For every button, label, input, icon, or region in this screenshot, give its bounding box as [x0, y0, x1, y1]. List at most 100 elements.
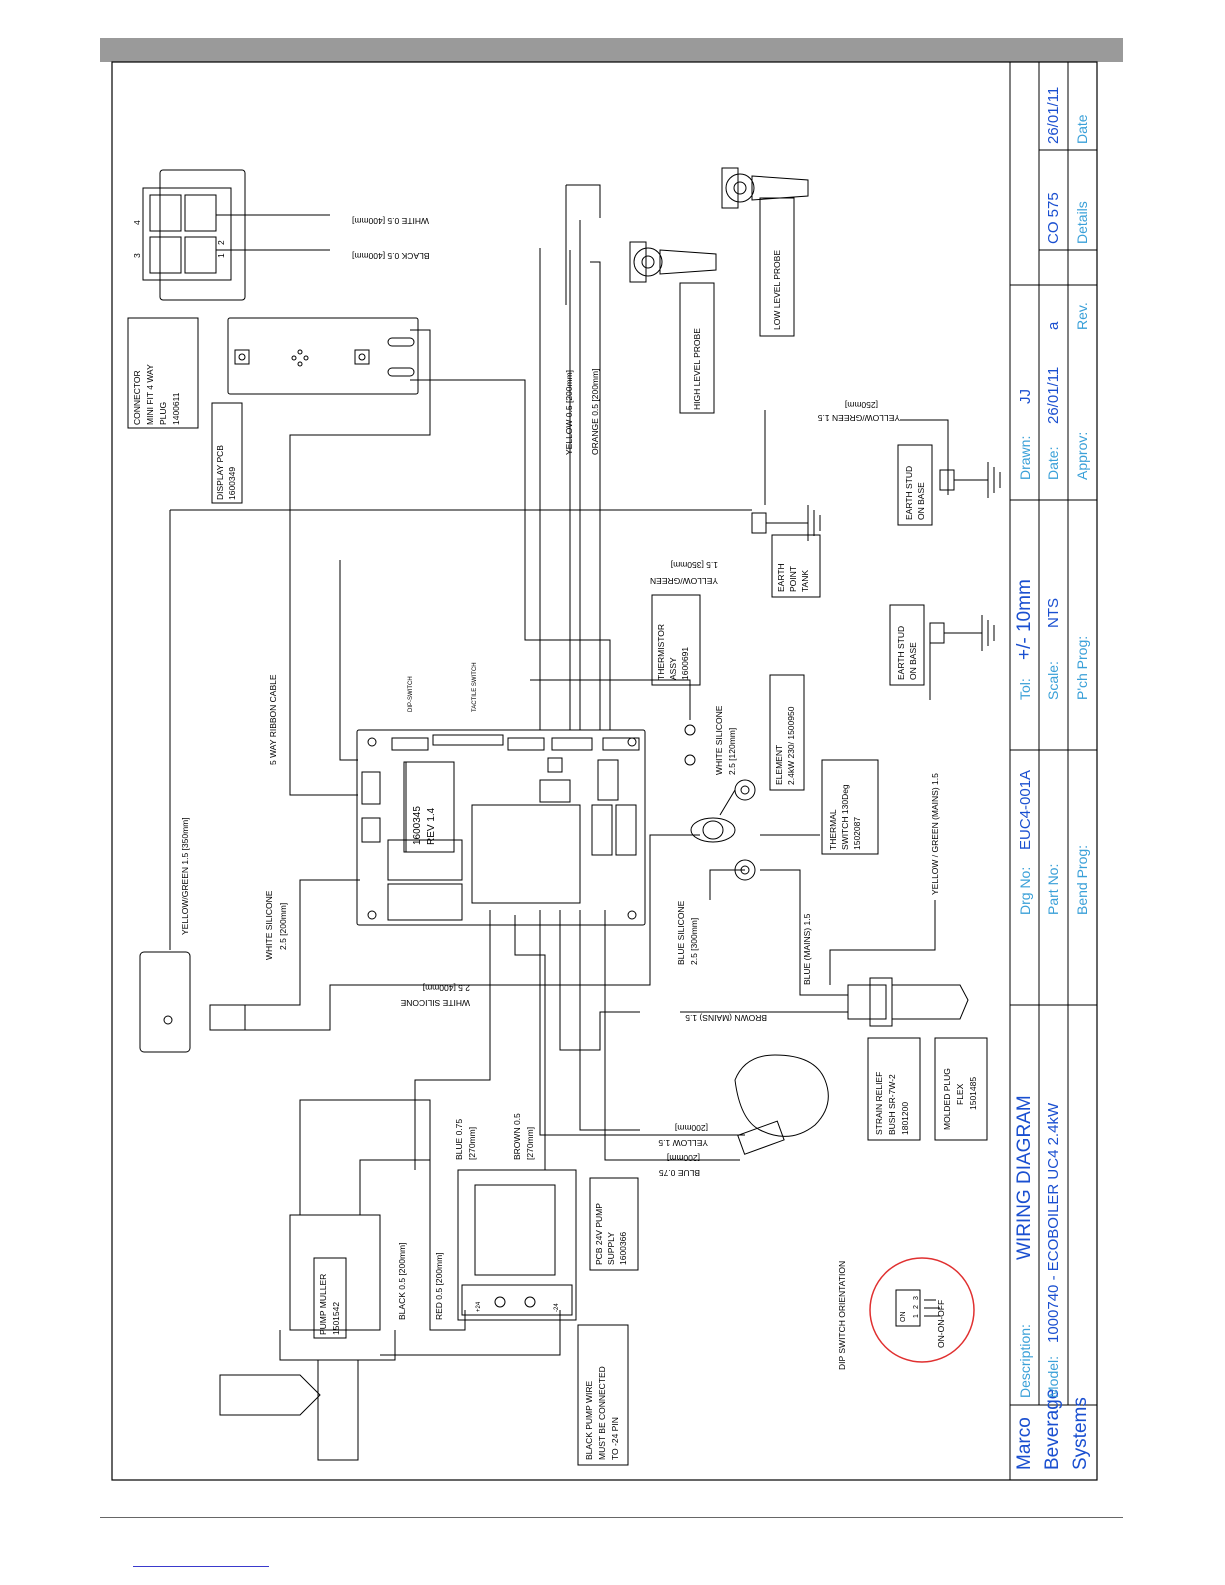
element-terminal-1	[734, 779, 756, 801]
tactile-switch-label: TACTILE SWITCH	[472, 662, 478, 712]
main-pcb	[356, 729, 646, 926]
molded-plug-label-1: MOLDED PLUG	[942, 1068, 952, 1130]
model-value: 1000740 - ECOBOILER UC4 2.4kW	[1045, 1102, 1062, 1343]
wires	[169, 184, 949, 1356]
pcb-main-label-1: 1600345	[412, 806, 423, 845]
pcb-main-label-2: REV 1.4	[426, 807, 437, 845]
thermistor-probe	[684, 724, 696, 736]
header-bar	[100, 38, 1123, 62]
white-sil-200-label-1: WHITE SILICONE	[264, 890, 274, 960]
company-name-2: Beverage	[1042, 1389, 1063, 1470]
earth-stud-2-label-box	[889, 604, 925, 686]
title-block: Marco Beverage Systems Description: WIRI…	[1014, 87, 1091, 1470]
yg-mains-label: YELLOW / GREEN (MAINS) 1.5	[930, 773, 940, 895]
earth-stud-1-label-1: EARTH STUD	[904, 466, 914, 520]
connector-label-2: MINI FIT 4 WAY	[145, 364, 155, 425]
thermistor-label-2: ASSY	[668, 657, 678, 680]
display-pcb	[227, 317, 419, 395]
brown-05-270-label-2: [270mm]	[525, 1127, 535, 1160]
rev-date-key: Date	[1074, 114, 1090, 144]
connector-pin-2: 2	[216, 240, 226, 245]
drg-key: Drg No:	[1017, 867, 1033, 915]
drawn-value: JJ	[1017, 389, 1034, 404]
molded-plug-label-3: 1501485	[968, 1077, 978, 1110]
model-key: Model:	[1045, 1356, 1061, 1398]
white-400-label: WHITE 0.5 [400mm]	[352, 216, 429, 226]
black-pump-note-1: BLACK PUMP WIRE	[584, 1380, 594, 1460]
orange-200-label: ORANGE 0.5 [200mm]	[590, 369, 600, 455]
dip-num-3: 3	[913, 1296, 920, 1300]
low-probe-label-box	[759, 197, 795, 337]
rev-value: a	[1045, 321, 1062, 330]
molded-plug-label-box	[934, 1037, 988, 1141]
thermal-switch-label-box	[821, 759, 879, 855]
connector-label-box	[127, 317, 199, 429]
yg-250-label-2: [250mm]	[845, 400, 878, 410]
dip-num-2: 2	[913, 1305, 920, 1309]
yellow-200-label: YELLOW 0.5 [200mm]	[564, 370, 574, 455]
pump-muller-label-1: PUMP MULLER	[318, 1274, 328, 1335]
red-200-label: RED 0.5 [200mm]	[434, 1252, 444, 1320]
blue-075-270-label-1: BLUE 0.75	[454, 1119, 464, 1160]
thermistor-label-1: THERMISTOR	[656, 624, 666, 680]
description-value: WIRING DIAGRAM	[1014, 1095, 1035, 1260]
yellow-green-ring-terminal	[139, 951, 246, 1053]
drawing-frame	[111, 61, 1098, 1481]
earth-stud-1-symbol	[939, 462, 1001, 498]
earth-tank-label-1: EARTH	[776, 563, 786, 592]
title-block-grid	[1009, 62, 1098, 1480]
pcb-pump-label-2: SUPPLY	[606, 1232, 616, 1265]
yg-350-left-label: YELLOW/GREEN 1.5 [350mm]	[180, 817, 190, 935]
earth-stud-2-label-1: EARTH STUD	[896, 626, 906, 680]
white-sil-400-label-2: 2.5 [400mm]	[423, 983, 470, 993]
element-label-2: 2.4kW 230/ 1500950	[786, 706, 796, 785]
blue-sil-300-label-1: BLUE SILICONE	[676, 900, 686, 965]
drg-value: EUC4-001A	[1017, 770, 1034, 850]
earth-tank-label-3: TANK	[800, 570, 810, 592]
strain-relief-label-box	[867, 1037, 921, 1141]
white-sil-400-label-1: WHITE SILICONE	[400, 998, 470, 1008]
earth-stud-2-symbol	[929, 615, 995, 651]
strain-relief	[847, 977, 969, 1027]
thermal-switch-label-3: 1502087	[852, 817, 862, 850]
pcb-pump-label-3: 1600366	[618, 1232, 628, 1265]
yellow-15-label-1: YELLOW 1.5	[658, 1138, 708, 1148]
element-label-box	[769, 674, 805, 791]
earth-stud-1-label-2: ON BASE	[916, 482, 926, 520]
thermal-switch	[690, 817, 736, 843]
strain-relief-label-2: BUSH SR-7W-2	[887, 1074, 897, 1135]
footer-rule	[100, 1517, 1123, 1518]
pcb-pump-pin-neg: -24	[554, 1303, 560, 1312]
white-sil-200-label-2: 2.5 [200mm]	[278, 903, 288, 950]
thermistor-label-3: 1600691	[680, 647, 690, 680]
brown-05-270-label-1: BROWN 0.5	[512, 1113, 522, 1160]
dip-switch-graphic	[895, 1289, 921, 1327]
connector-label-4: 1400611	[171, 392, 181, 425]
mini-fit-connector	[142, 169, 246, 301]
connector-pin-3: 3	[132, 253, 142, 258]
thermal-switch-label-1: THERMAL	[828, 809, 838, 850]
company-name-3: Systems	[1070, 1397, 1091, 1470]
pcb-pump-pin-pos: +24	[476, 1301, 482, 1312]
element-label-1: ELEMENT	[774, 745, 784, 785]
black-400-label: BLACK 0.5 [400mm]	[352, 251, 429, 261]
display-pcb-label-1: DISPLAY PCB	[215, 445, 225, 500]
strain-relief-label-1: STRAIN RELIEF	[874, 1072, 884, 1135]
pump-muller-label-box	[313, 1257, 347, 1339]
blue-075-200-label-2: [200mm]	[667, 1153, 700, 1163]
date-value: 26/01/11	[1045, 367, 1062, 424]
bend-key: Bend Prog:	[1074, 845, 1090, 915]
company-name-1: Marco	[1014, 1417, 1035, 1470]
connector-pin-1: 1	[216, 253, 226, 258]
solenoid-valve	[734, 1054, 829, 1155]
details-key: Details	[1074, 201, 1090, 244]
dip-num-1: 1	[913, 1314, 920, 1318]
blue-mains-label: BLUE (MAINS) 1.5	[802, 913, 812, 985]
black-200-label: BLACK 0.5 [200mm]	[397, 1243, 407, 1320]
pcb-main-label-box	[403, 761, 455, 853]
dip-orientation-label: DIP SWITCH ORIENTATION	[837, 1261, 847, 1370]
details-value: CO 575	[1045, 192, 1062, 244]
approv-key: Approv:	[1074, 432, 1090, 480]
pcb-pump-label-box	[589, 1177, 639, 1271]
low-probe-label: LOW LEVEL PROBE	[772, 250, 782, 330]
